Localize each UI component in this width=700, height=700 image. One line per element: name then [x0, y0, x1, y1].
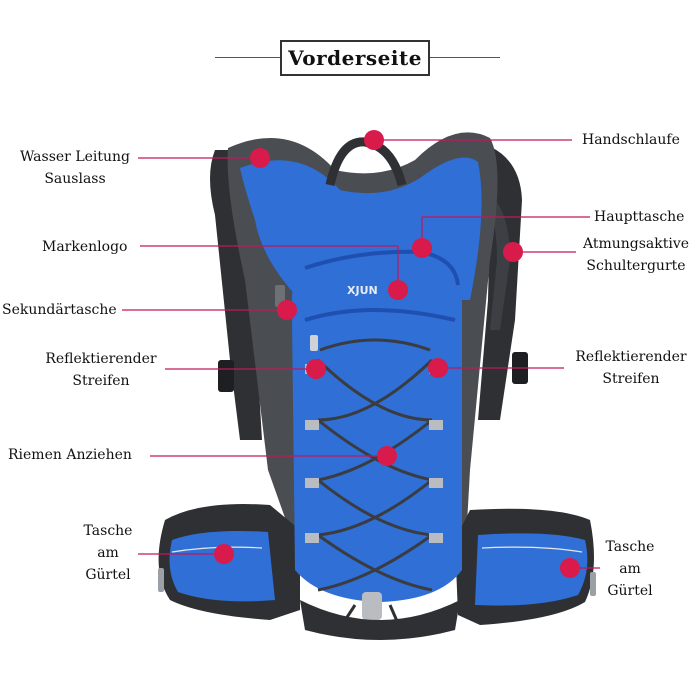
marker-main-pocket [412, 238, 432, 258]
marker-secondary-pocket [277, 300, 297, 320]
label-tighten-strap: Riemen Anziehen [8, 447, 132, 463]
marker-belt-pocket-right [560, 558, 580, 578]
label-reflective-left: Reflektierender Streifen [36, 348, 166, 392]
label-secondary-pocket: Sekundärtasche [2, 302, 117, 318]
label-belt-pocket-right: Tasche am Gürtel [592, 536, 668, 602]
front-panel [291, 239, 462, 603]
leader-lines [122, 139, 600, 569]
marker-shoulder-straps [503, 242, 523, 262]
label-reflective-right-line2: Streifen [602, 371, 660, 387]
label-water-outlet: Wasser Leitung Sauslass [10, 146, 140, 190]
label-belt-pocket-right-line1: Tasche [605, 539, 655, 555]
label-belt-pocket-right-line3: Gürtel [607, 583, 653, 599]
right-belt-pocket [475, 533, 588, 606]
label-reflective-left-line2: Streifen [72, 373, 130, 389]
label-belt-pocket-left: Tasche am Gürtel [70, 520, 146, 586]
label-handle: Handschlaufe [582, 132, 680, 148]
left-belt-pocket [169, 531, 275, 602]
label-belt-pocket-left-line1: Tasche [83, 523, 133, 539]
marker-reflective-right [428, 358, 448, 378]
label-shoulder-straps-line2: Schultergurte [586, 258, 686, 274]
title-rule-right [430, 57, 500, 58]
left-strap-buckle [218, 360, 234, 392]
marker-handle [364, 130, 384, 150]
brand-mark: XJUN [347, 284, 378, 297]
label-shoulder-straps: Atmungsaktive Schultergurte [578, 233, 694, 277]
label-belt-pocket-left-line2: am [97, 545, 119, 561]
label-shoulder-straps-line1: Atmungsaktive [582, 236, 690, 252]
marker-tighten-strap [377, 446, 397, 466]
label-reflective-right: Reflektierender Streifen [566, 346, 696, 390]
cord-lock [362, 592, 382, 620]
marker-brand-logo [388, 280, 408, 300]
page-title: Vorderseite [288, 46, 422, 70]
bungee-cord [316, 358, 434, 592]
label-main-pocket: Haupttasche [594, 209, 685, 225]
title-box: Vorderseite [280, 40, 430, 76]
label-brand-logo: Markenlogo [42, 239, 128, 255]
label-belt-pocket-right-line2: am [619, 561, 641, 577]
label-belt-pocket-left-line3: Gürtel [85, 567, 131, 583]
label-reflective-left-line1: Reflektierender [45, 351, 157, 367]
label-reflective-right-line1: Reflektierender [575, 349, 687, 365]
marker-water-outlet [250, 148, 270, 168]
marker-belt-pocket-left [214, 544, 234, 564]
label-water-outlet-line1: Wasser Leitung [20, 149, 130, 165]
label-water-outlet-line2: Sauslass [44, 171, 106, 187]
title-rule-left [215, 57, 280, 58]
callout-markers [214, 130, 580, 578]
left-shoulder-strap [210, 150, 262, 440]
marker-reflective-left [306, 359, 326, 379]
